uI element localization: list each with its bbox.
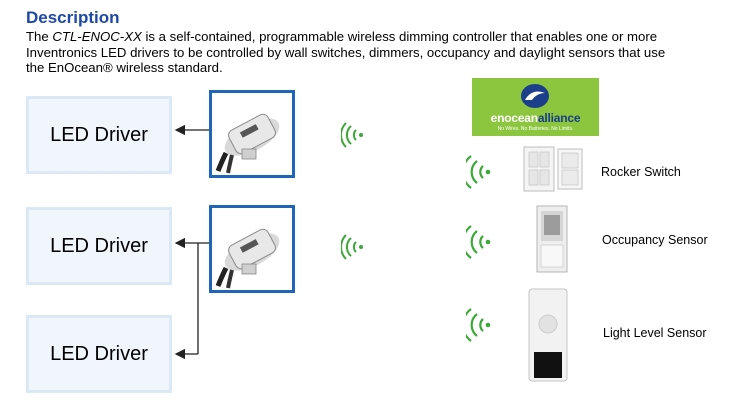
controller-icon (212, 208, 292, 290)
description-line2: Inventronics LED drivers to be controlle… (26, 44, 666, 60)
sensor-label-rocker: Rocker Switch (601, 165, 681, 179)
description-line3: the EnOcean® wireless standard. (26, 60, 223, 76)
led-driver-label: LED Driver (50, 342, 148, 365)
description-line1: is a self-contained, programmable wirele… (141, 29, 658, 44)
occupancy-sensor-icon (536, 205, 568, 273)
enocean-alliance-logo: enoceanalliance No Wires. No Batteries. … (472, 78, 599, 136)
logo-brand: enocean (490, 111, 538, 125)
sensor-label-occupancy: Occupancy Sensor (602, 233, 708, 247)
led-driver-box-2: LED Driver (26, 207, 172, 285)
description-heading: Description (26, 8, 120, 27)
description-intro: The (26, 29, 53, 44)
logo-tagline: No Wires. No Batteries. No Limits. (497, 126, 574, 132)
wireless-signal-icon (466, 308, 491, 342)
description-text: The CTL-ENOC-XX is a self-contained, pro… (26, 29, 736, 76)
wireless-signal-icon (341, 122, 363, 148)
logo-brand-suffix: alliance (537, 111, 581, 125)
wireless-signal-icon (466, 155, 491, 189)
led-driver-box-3: LED Driver (26, 315, 172, 393)
wireless-signal-icon (466, 225, 491, 259)
sensor-label-light: Light Level Sensor (603, 326, 707, 340)
logo-wordmark: enoceanalliance (472, 111, 599, 125)
led-driver-box-1: LED Driver (26, 96, 172, 174)
controller-device-1 (209, 90, 295, 178)
led-driver-label: LED Driver (50, 234, 148, 257)
enocean-logo-icon (521, 84, 549, 108)
wireless-signal-icon (341, 234, 363, 260)
led-driver-label: LED Driver (50, 123, 148, 146)
controller-icon (212, 93, 292, 175)
product-code: CTL-ENOC-XX (52, 29, 142, 44)
rocker-switch-icon (523, 146, 583, 192)
controller-device-2 (209, 205, 295, 293)
light-level-sensor-icon (528, 288, 568, 382)
